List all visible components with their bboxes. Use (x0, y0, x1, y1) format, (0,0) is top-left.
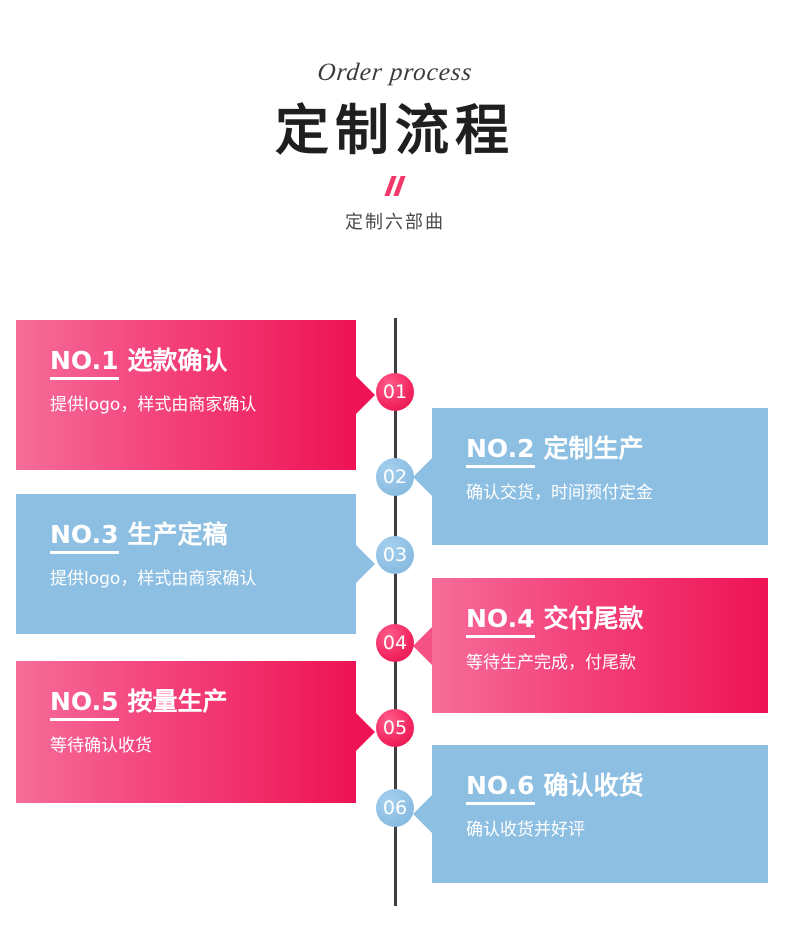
timeline-badge-06[interactable]: 06 (376, 789, 414, 827)
step-card-5[interactable]: NO.5 按量生产 等待确认收货 (16, 661, 375, 803)
step-title-3: NO.3 生产定稿 (50, 520, 356, 554)
step-card-2[interactable]: NO.2 定制生产 确认交货，时间预付定金 (413, 408, 768, 545)
arrow-pointer-icon (413, 626, 432, 665)
timeline-badge-01[interactable]: 01 (376, 373, 414, 411)
step-title-text-1: 选款确认 (127, 346, 228, 375)
page-title: 定制流程 (275, 99, 515, 162)
step-card-1[interactable]: NO.1 选款确认 提供logo，样式由商家确认 (16, 320, 375, 470)
step-title-text-4: 交付尾款 (543, 604, 644, 633)
step-title-5: NO.5 按量生产 (50, 687, 356, 721)
step-desc-5: 等待确认收货 (50, 736, 152, 756)
step-desc-3: 提供logo，样式由商家确认 (50, 569, 257, 589)
step-title-1: NO.1 选款确认 (50, 346, 356, 380)
step-number-label-5: NO.5 (50, 687, 119, 721)
step-desc-4: 等待生产完成，付尾款 (466, 653, 636, 673)
page-subtitle: 定制六部曲 (345, 212, 445, 234)
arrow-pointer-icon (356, 545, 375, 583)
step-desc-1: 提供logo，样式由商家确认 (50, 395, 257, 415)
step-number-label-4: NO.4 (466, 604, 535, 638)
step-title-6: NO.6 确认收货 (466, 771, 768, 805)
arrow-pointer-icon (413, 795, 432, 833)
timeline-badge-05[interactable]: 05 (376, 709, 414, 747)
page-header: Order process 定制流程 定制六部曲 (0, 0, 790, 234)
step-desc-2: 确认交货，时间预付定金 (466, 483, 653, 503)
timeline-badge-02[interactable]: 02 (376, 458, 414, 496)
arrow-pointer-icon (356, 713, 375, 751)
step-card-3[interactable]: NO.3 生产定稿 提供logo，样式由商家确认 (16, 494, 375, 634)
step-title-text-3: 生产定稿 (127, 520, 228, 549)
arrow-pointer-icon (356, 376, 375, 414)
step-title-text-2: 定制生产 (543, 434, 644, 463)
step-title-2: NO.2 定制生产 (466, 434, 768, 468)
step-card-6[interactable]: NO.6 确认收货 确认收货并好评 (413, 745, 768, 883)
step-desc-6: 确认收货并好评 (466, 820, 585, 840)
step-number-label-1: NO.1 (50, 346, 119, 380)
step-title-text-5: 按量生产 (127, 687, 228, 716)
timeline-spine (394, 318, 397, 906)
arrow-pointer-icon (413, 457, 432, 496)
timeline-badge-03[interactable]: 03 (376, 536, 414, 574)
step-number-label-2: NO.2 (466, 434, 535, 468)
step-number-label-3: NO.3 (50, 520, 119, 554)
step-card-4[interactable]: NO.4 交付尾款 等待生产完成，付尾款 (413, 578, 768, 713)
step-title-text-6: 确认收货 (543, 771, 644, 800)
step-number-label-6: NO.6 (466, 771, 535, 805)
step-title-4: NO.4 交付尾款 (466, 604, 768, 638)
timeline-badge-04[interactable]: 04 (376, 624, 414, 662)
